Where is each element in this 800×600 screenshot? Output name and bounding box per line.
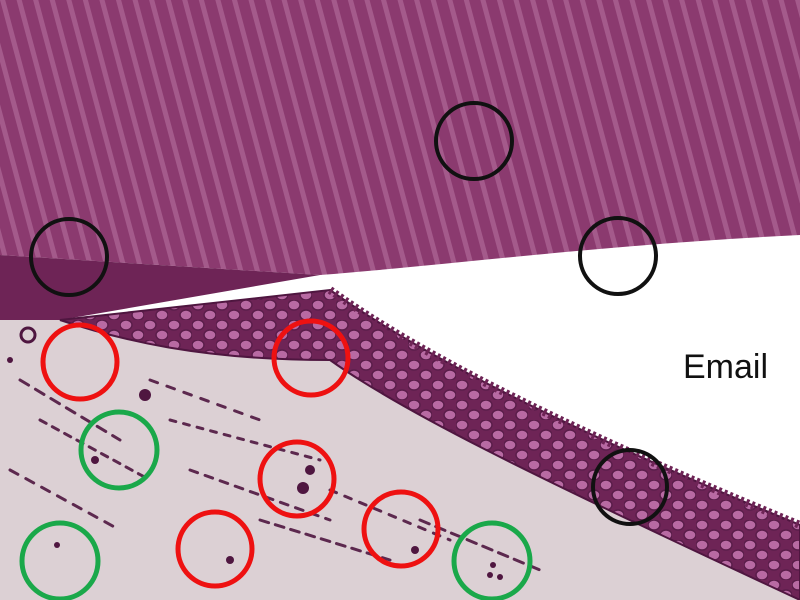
red-marker xyxy=(40,322,120,402)
green-marker xyxy=(19,520,101,600)
red-marker xyxy=(361,489,441,569)
green-marker xyxy=(78,409,160,491)
email-label: Email xyxy=(683,348,769,386)
black-marker xyxy=(578,216,658,296)
red-marker xyxy=(271,318,351,398)
enamel-layer xyxy=(0,0,800,275)
red-marker xyxy=(257,439,337,519)
black-marker xyxy=(434,101,514,181)
red-markers xyxy=(40,318,441,589)
black-marker xyxy=(591,448,669,526)
green-markers xyxy=(19,409,533,600)
black-markers xyxy=(29,101,669,526)
green-marker xyxy=(451,520,533,600)
red-marker xyxy=(175,509,255,589)
outer-rim xyxy=(327,286,800,529)
boundary-layer xyxy=(0,255,320,320)
black-marker xyxy=(29,217,109,297)
cellular-band xyxy=(59,288,800,600)
dentin-layer xyxy=(0,290,800,600)
